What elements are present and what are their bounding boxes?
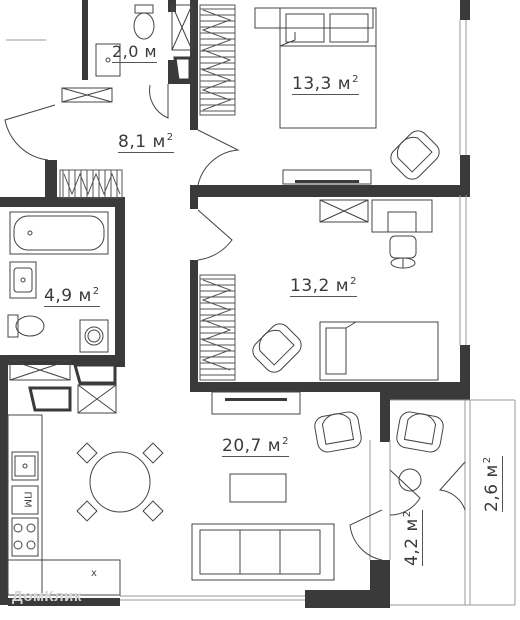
room-unit-living: м [267, 436, 282, 456]
wardrobe-zigzags [63, 9, 232, 371]
room-unit-loggia-2: м [482, 464, 502, 478]
tv-2 [211, 391, 301, 415]
room-label-loggia-1: 4,2 м2 [398, 510, 423, 566]
room-area-loggia-2: 2,6 [482, 483, 502, 512]
bed-2 [319, 321, 439, 381]
kitchen-counter [7, 414, 121, 596]
armchair-2 [252, 323, 302, 373]
cabinets [9, 4, 369, 414]
coffee-table [229, 473, 287, 503]
room-label-bedroom-2: 13,2 м2 [290, 272, 357, 297]
room-label-bedroom-1: 13,3 м2 [292, 70, 359, 95]
room-exp-hall: 2 [166, 132, 174, 143]
room-area-loggia-1: 4,2 [402, 537, 422, 566]
window-lines [6, 20, 516, 606]
room-label-wc: 2,0 м [112, 42, 158, 63]
room-unit-bedroom-1: м [337, 74, 352, 94]
room-unit-loggia-1: м [402, 518, 422, 532]
room-area-living: 20,7 [222, 436, 262, 456]
bath-fixtures [7, 211, 109, 353]
room-label-hall: 8,1 м2 [118, 128, 174, 153]
dining-table [76, 442, 164, 522]
watermark: ДомКлик [12, 588, 82, 605]
room-unit-wc: м [144, 42, 158, 61]
room-exp-bathroom: 2 [92, 286, 100, 297]
room-unit-hall: м [152, 132, 166, 152]
tv-1 [282, 169, 372, 185]
wc-fixtures [95, 4, 155, 77]
room-area-bathroom: 4,9 [44, 286, 73, 306]
room-exp-bedroom-2: 2 [350, 276, 357, 287]
room-area-bedroom-2: 13,2 [290, 276, 330, 296]
range-label: x [91, 568, 97, 579]
room-exp-loggia-2: 2 [482, 456, 493, 464]
sofa [191, 523, 335, 581]
room-area-wc: 2,0 [112, 42, 139, 61]
room-label-bathroom: 4,9 м2 [44, 282, 100, 307]
room-exp-loggia-1: 2 [402, 510, 413, 518]
armchair-1 [390, 130, 440, 180]
room-exp-living: 2 [282, 436, 289, 447]
room-area-bedroom-1: 13,3 [292, 74, 332, 94]
room-unit-bedroom-2: м [335, 276, 350, 296]
dishwasher-label: ПМ [21, 491, 33, 508]
armchairs-living [314, 411, 362, 453]
room-exp-bedroom-1: 2 [352, 74, 359, 85]
doors [4, 84, 466, 561]
vents [28, 56, 192, 412]
wardrobes [59, 4, 236, 381]
room-label-living: 20,7 м2 [222, 432, 289, 457]
armchair-loggia [396, 411, 444, 492]
room-label-loggia-2: 2,6 м2 [478, 456, 503, 512]
room-area-hall: 8,1 [118, 132, 147, 152]
desk [371, 199, 433, 269]
room-unit-bathroom: м [78, 286, 92, 306]
walls [0, 0, 470, 608]
bed-1 [254, 7, 377, 129]
